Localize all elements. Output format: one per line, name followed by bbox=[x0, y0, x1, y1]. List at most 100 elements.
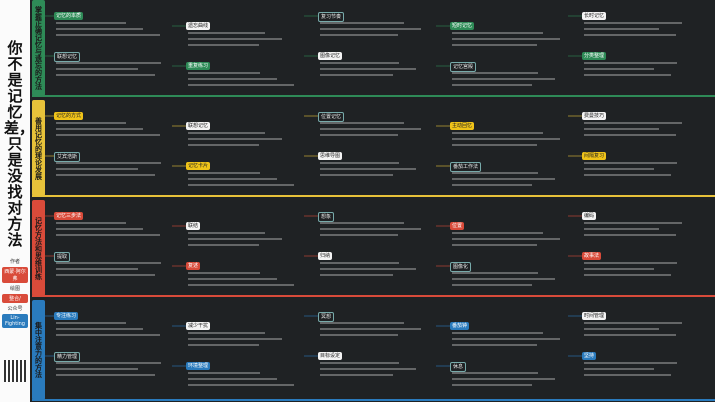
text-line-placeholder bbox=[188, 232, 265, 234]
text-line-placeholder bbox=[452, 144, 537, 146]
text-line-placeholder bbox=[56, 68, 138, 70]
text-line-placeholder bbox=[452, 138, 560, 140]
text-line-placeholder bbox=[188, 338, 282, 340]
qr-code-image bbox=[4, 360, 26, 382]
text-line-placeholder bbox=[320, 374, 393, 376]
mindmap-node: 重复练习 bbox=[186, 62, 211, 70]
main-title: 你不是记忆差，只是没找对方法 bbox=[4, 39, 35, 249]
text-line-placeholder bbox=[320, 334, 398, 336]
text-line-placeholder bbox=[452, 32, 543, 34]
text-line-placeholder bbox=[452, 344, 537, 346]
text-line-placeholder bbox=[56, 174, 155, 176]
mindmap-node: 位置记忆 bbox=[318, 112, 345, 122]
text-line-placeholder bbox=[584, 122, 682, 124]
text-line-placeholder bbox=[188, 178, 277, 180]
text-line-placeholder bbox=[452, 132, 543, 134]
text-line-placeholder bbox=[56, 322, 126, 324]
text-line-placeholder bbox=[584, 34, 676, 36]
mindmap-node: 时间管理 bbox=[582, 312, 607, 320]
text-line-placeholder bbox=[320, 122, 404, 124]
mindmap-node: 分类整理 bbox=[582, 52, 607, 60]
text-line-placeholder bbox=[56, 28, 143, 30]
text-line-placeholder bbox=[320, 268, 416, 270]
mindmap-node: 记忆卡片 bbox=[186, 162, 211, 170]
mindmap-node: 坚持 bbox=[582, 352, 597, 360]
text-line-placeholder bbox=[320, 128, 421, 130]
text-line-placeholder bbox=[56, 134, 160, 136]
section-divider bbox=[32, 195, 715, 197]
text-line-placeholder bbox=[584, 328, 659, 330]
mindmap-node: 专注练习 bbox=[54, 312, 79, 320]
text-line-placeholder bbox=[320, 28, 421, 30]
section-label-text: 集中注意力的方法 bbox=[34, 322, 43, 378]
mindmap-node: 联想记忆 bbox=[54, 52, 81, 62]
text-line-placeholder bbox=[584, 262, 677, 264]
text-line-placeholder bbox=[56, 274, 155, 276]
text-line-placeholder bbox=[452, 178, 555, 180]
mindmap-node: 长时记忆 bbox=[582, 12, 607, 20]
text-line-placeholder bbox=[584, 174, 671, 176]
mindmap-node: 思维导图 bbox=[318, 152, 343, 160]
text-line-placeholder bbox=[320, 22, 404, 24]
account-name: Lin-Fighting bbox=[2, 314, 28, 328]
text-line-placeholder bbox=[320, 222, 404, 224]
text-line-placeholder bbox=[320, 228, 421, 230]
text-line-placeholder bbox=[56, 62, 161, 64]
left-title-panel: 你不是记忆差，只是没找对方法 作者 西蒙·阿尔弗 绘图 整合/ 公众号 Lin-… bbox=[0, 0, 35, 402]
section-label-text: 记忆方法和思维训练 bbox=[34, 216, 43, 280]
text-line-placeholder bbox=[452, 238, 560, 240]
text-line-placeholder bbox=[584, 62, 677, 64]
connector-lines bbox=[40, 315, 582, 367]
text-line-placeholder bbox=[584, 368, 654, 370]
mindmap-node: 冥想 bbox=[318, 312, 335, 322]
text-line-placeholder bbox=[188, 384, 294, 386]
text-line-placeholder bbox=[320, 234, 398, 236]
section-divider bbox=[32, 95, 715, 97]
text-line-placeholder bbox=[452, 232, 543, 234]
mindmap-node: 艾宾浩斯 bbox=[54, 152, 81, 162]
section-label: 善用记忆的理论发展 bbox=[32, 100, 45, 196]
text-line-placeholder bbox=[584, 74, 671, 76]
text-line-placeholder bbox=[188, 332, 265, 334]
text-line-placeholder bbox=[584, 128, 659, 130]
section-1: 掌握正确记忆与遗忘的方法记忆的本质遗忘曲线复习节奏短时记忆长时记忆联想记忆重复练… bbox=[32, 0, 715, 96]
mindmap-node: 短时记忆 bbox=[450, 22, 475, 30]
text-line-placeholder bbox=[584, 362, 677, 364]
text-line-placeholder bbox=[452, 338, 560, 340]
text-line-placeholder bbox=[188, 72, 260, 74]
text-line-placeholder bbox=[584, 168, 654, 170]
drawer-name: 整合/ bbox=[2, 294, 28, 303]
text-line-placeholder bbox=[56, 228, 143, 230]
text-line-placeholder bbox=[320, 74, 393, 76]
text-line-placeholder bbox=[452, 244, 537, 246]
connector-lines bbox=[40, 215, 582, 267]
mindmap-node: 环境整理 bbox=[186, 362, 211, 370]
text-line-placeholder bbox=[188, 172, 260, 174]
section-label-text: 掌握正确记忆与遗忘的方法 bbox=[34, 6, 43, 90]
author-name: 西蒙·阿尔弗 bbox=[2, 267, 28, 283]
text-line-placeholder bbox=[584, 274, 671, 276]
text-line-placeholder bbox=[188, 372, 260, 374]
mindmap-node: 减少干扰 bbox=[186, 322, 211, 330]
mindmap-node: 复述 bbox=[186, 262, 201, 270]
text-line-placeholder bbox=[188, 38, 282, 40]
mindmap-node: 归纳 bbox=[318, 252, 333, 260]
text-line-placeholder bbox=[452, 84, 532, 86]
mindmap-node: 记忆的本质 bbox=[54, 12, 84, 20]
text-line-placeholder bbox=[320, 168, 416, 170]
text-line-placeholder bbox=[56, 168, 138, 170]
text-line-placeholder bbox=[584, 268, 654, 270]
author-label: 作者 bbox=[9, 259, 20, 265]
section-4: 集中注意力的方法专注练习减少干扰冥想番茄钟时间管理精力管理环境整理目标设定休息坚… bbox=[32, 300, 715, 400]
text-line-placeholder bbox=[584, 68, 654, 70]
connector-lines bbox=[40, 115, 582, 167]
text-line-placeholder bbox=[188, 244, 259, 246]
mindmap-node: 联结 bbox=[186, 222, 201, 230]
connector-lines bbox=[40, 15, 582, 67]
text-line-placeholder bbox=[320, 34, 398, 36]
text-line-placeholder bbox=[452, 278, 555, 280]
text-line-placeholder bbox=[320, 174, 393, 176]
text-line-placeholder bbox=[188, 132, 265, 134]
mindmap-node: 遗忘曲线 bbox=[186, 22, 211, 30]
text-line-placeholder bbox=[320, 62, 399, 64]
